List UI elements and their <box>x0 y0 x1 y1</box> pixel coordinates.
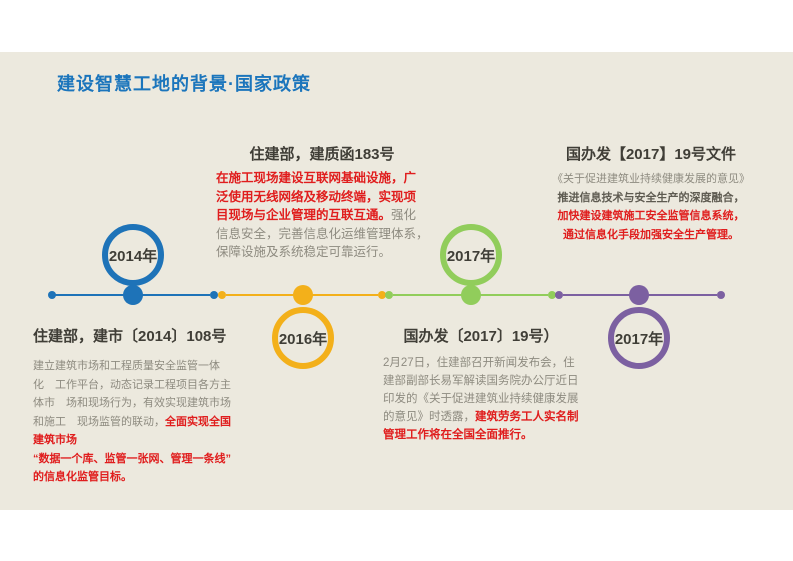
policy-block-guobanfa-19-file-title: 国办发【2017】19号文件 <box>565 146 737 163</box>
policy-block-jianzhihan-183-title: 住建部，建质函183号 <box>249 146 395 163</box>
timeline-dot-start-blue <box>48 291 56 299</box>
timeline-node-2014 <box>123 285 143 305</box>
policy-text-red: 建筑劳务工人实名制 管理工作将在全国全面推行。 <box>383 411 579 441</box>
policy-block-guobanfa-19-file-body: 《关于促进建筑业持续健康发展的意见》 推进信息技术与安全生产的深度融合， 加快建… <box>544 170 758 244</box>
timeline-dot-end-yellow <box>378 291 386 299</box>
year-label-2017-purple: 2017年 <box>614 330 664 348</box>
milestone-circle-2017-purple: 2017年 <box>608 307 670 369</box>
timeline-dot-start-green <box>385 291 393 299</box>
policy-text-red: 加快建设建筑施工安全监管信息系统， 通过信息化手段加强安全生产管理。 <box>557 210 745 241</box>
policy-block-guobanfa-19-body: 2月27日，住建部召开新闻发布会，住 建部副部长易军解读国务院办公厅近日 印发的… <box>383 354 598 444</box>
milestone-circle-2016: 2016年 <box>272 307 334 369</box>
policy-text-red: 在施工现场建设互联网基础设施，广 泛使用无线网络及移动终端，实现项 目现场与企业… <box>216 171 417 223</box>
milestone-circle-2017-green: 2017年 <box>440 224 502 286</box>
timeline-dot-end-blue <box>210 291 218 299</box>
timeline-dot-end-purple <box>717 291 725 299</box>
timeline-dot-start-yellow <box>218 291 226 299</box>
policy-block-jianshi-108: 住建部，建市〔2014〕108号 建立建筑市场和工程质量安全监管一体 化 工作平… <box>33 327 255 487</box>
timeline-node-2016 <box>293 285 313 305</box>
policy-text-gray: 强化 信息安全，完善信息化运维管理体系， 保障设施及系统稳定可靠运行。 <box>216 208 429 260</box>
policy-block-guobanfa-19-file: 国办发【2017】19号文件 《关于促进建筑业持续健康发展的意见》 推进信息技术… <box>544 145 758 244</box>
policy-block-guobanfa-19-title: 国办发〔2017〕19号） <box>403 328 559 345</box>
year-label-2017-green: 2017年 <box>446 247 496 265</box>
policy-text-dark: 推进信息技术与安全生产的深度融合， <box>557 191 745 204</box>
policy-block-jianshi-108-body: 建立建筑市场和工程质量安全监管一体 化 工作平台，动态记录工程项目各方主 体市 … <box>33 357 255 487</box>
policy-block-jianshi-108-title: 住建部，建市〔2014〕108号 <box>33 328 227 345</box>
timeline-dot-end-green <box>548 291 556 299</box>
policy-text-gray: 2月27日，住建部召开新闻发布会，住 建部副部长易军解读国务院办公厅近日 印发的… <box>383 357 579 423</box>
year-label-2014: 2014年 <box>108 247 158 265</box>
policy-text-red: 全面实现全国 建筑市场 “数据一个库、监管一张网、管理一条线” 的信息化监管目标… <box>33 415 231 484</box>
timeline-dot-start-purple <box>555 291 563 299</box>
policy-block-jianzhihan-183: 住建部，建质函183号 在施工现场建设互联网基础设施，广 泛使用无线网络及移动终… <box>216 145 446 262</box>
policy-text-gray: 建立建筑市场和工程质量安全监管一体 化 工作平台，动态记录工程项目各方主 体市 … <box>33 360 231 428</box>
policy-block-guobanfa-19: 国办发〔2017〕19号） 2月27日，住建部召开新闻发布会，住 建部副部长易军… <box>383 327 598 444</box>
year-label-2016: 2016年 <box>278 330 328 348</box>
policy-text-gray: 《关于促进建筑业持续健康发展的意见》 <box>552 173 750 185</box>
page-title: 建设智慧工地的背景·国家政策 <box>57 74 311 94</box>
timeline-node-2017-purple <box>629 285 649 305</box>
timeline-node-2017-green <box>461 285 481 305</box>
policy-block-jianzhihan-183-body: 在施工现场建设互联网基础设施，广 泛使用无线网络及移动终端，实现项 目现场与企业… <box>216 169 446 262</box>
milestone-circle-2014: 2014年 <box>102 224 164 286</box>
